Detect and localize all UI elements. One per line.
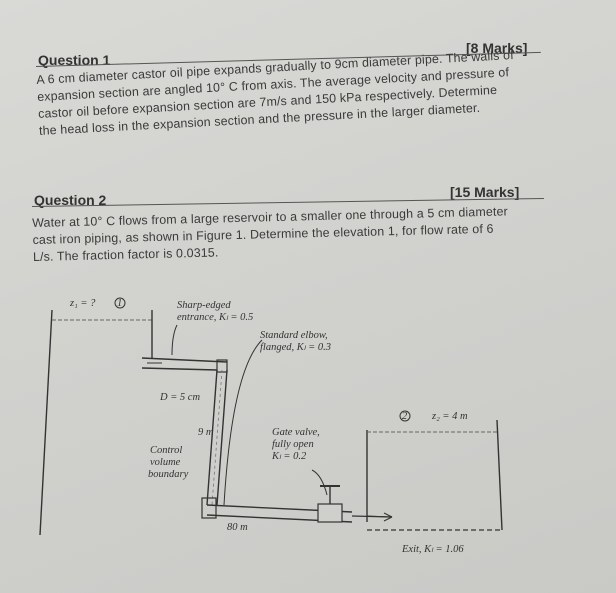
diameter-label: D = 5 cm (159, 392, 200, 403)
control-volume-label-2: volume (150, 457, 181, 468)
z2-label: z₂ = 4 m (431, 411, 468, 422)
point-1-label: 1 (117, 298, 122, 309)
entrance-label: Sharp-edged (177, 300, 231, 311)
pipe-bottom-edge (141, 367, 218, 371)
leader-entrance (171, 324, 178, 356)
vertical-pipe-right (216, 369, 228, 506)
figure-1-diagram: z₁ = ? 1 Sharp-edged entrance, Kₗ = 0.5 … (39, 297, 503, 555)
point-2-label: 2 (402, 411, 408, 422)
point-1-marker (114, 297, 126, 309)
height-label: 9 m (198, 427, 214, 438)
question-1-title: Question 1 (38, 52, 111, 68)
leader-elbow (223, 339, 263, 506)
exit-label: Exit, Kₗ = 1.06 (401, 544, 464, 555)
elbow-label: Standard elbow, (260, 330, 328, 341)
vertical-pipe-left (206, 369, 218, 506)
gate-valve-body (317, 503, 343, 523)
question-2-text: Water at 10° C flows from a large reserv… (32, 203, 509, 266)
z1-label: z₁ = ? (69, 298, 96, 309)
lower-reservoir-right-wall (496, 419, 503, 531)
entrance-k-label: entrance, Kₗ = 0.5 (177, 312, 253, 323)
exit-flow-arrow (366, 512, 393, 522)
valve-state-label: fully open (272, 439, 314, 450)
elbow-k-label: flanged, Kₗ = 0.3 (260, 342, 331, 353)
control-volume-label-1: Control (150, 445, 182, 456)
valve-label: Gate valve, (272, 427, 320, 438)
question-2-title: Question 2 (34, 192, 107, 208)
elbow-bottom (201, 497, 217, 519)
valve-k-label: Kₗ = 0.2 (271, 451, 307, 462)
upper-reservoir-left-wall (39, 309, 53, 536)
point-2-marker (399, 410, 411, 422)
pipe-top-edge (141, 357, 228, 363)
control-volume-label-3: boundary (148, 469, 189, 480)
question-2-marks: [15 Marks] (450, 184, 520, 200)
leader-valve (311, 469, 328, 496)
pipe-length-label: 80 m (227, 522, 248, 533)
question-1-marks: [8 Marks] (466, 40, 528, 56)
control-volume-line (211, 369, 223, 506)
